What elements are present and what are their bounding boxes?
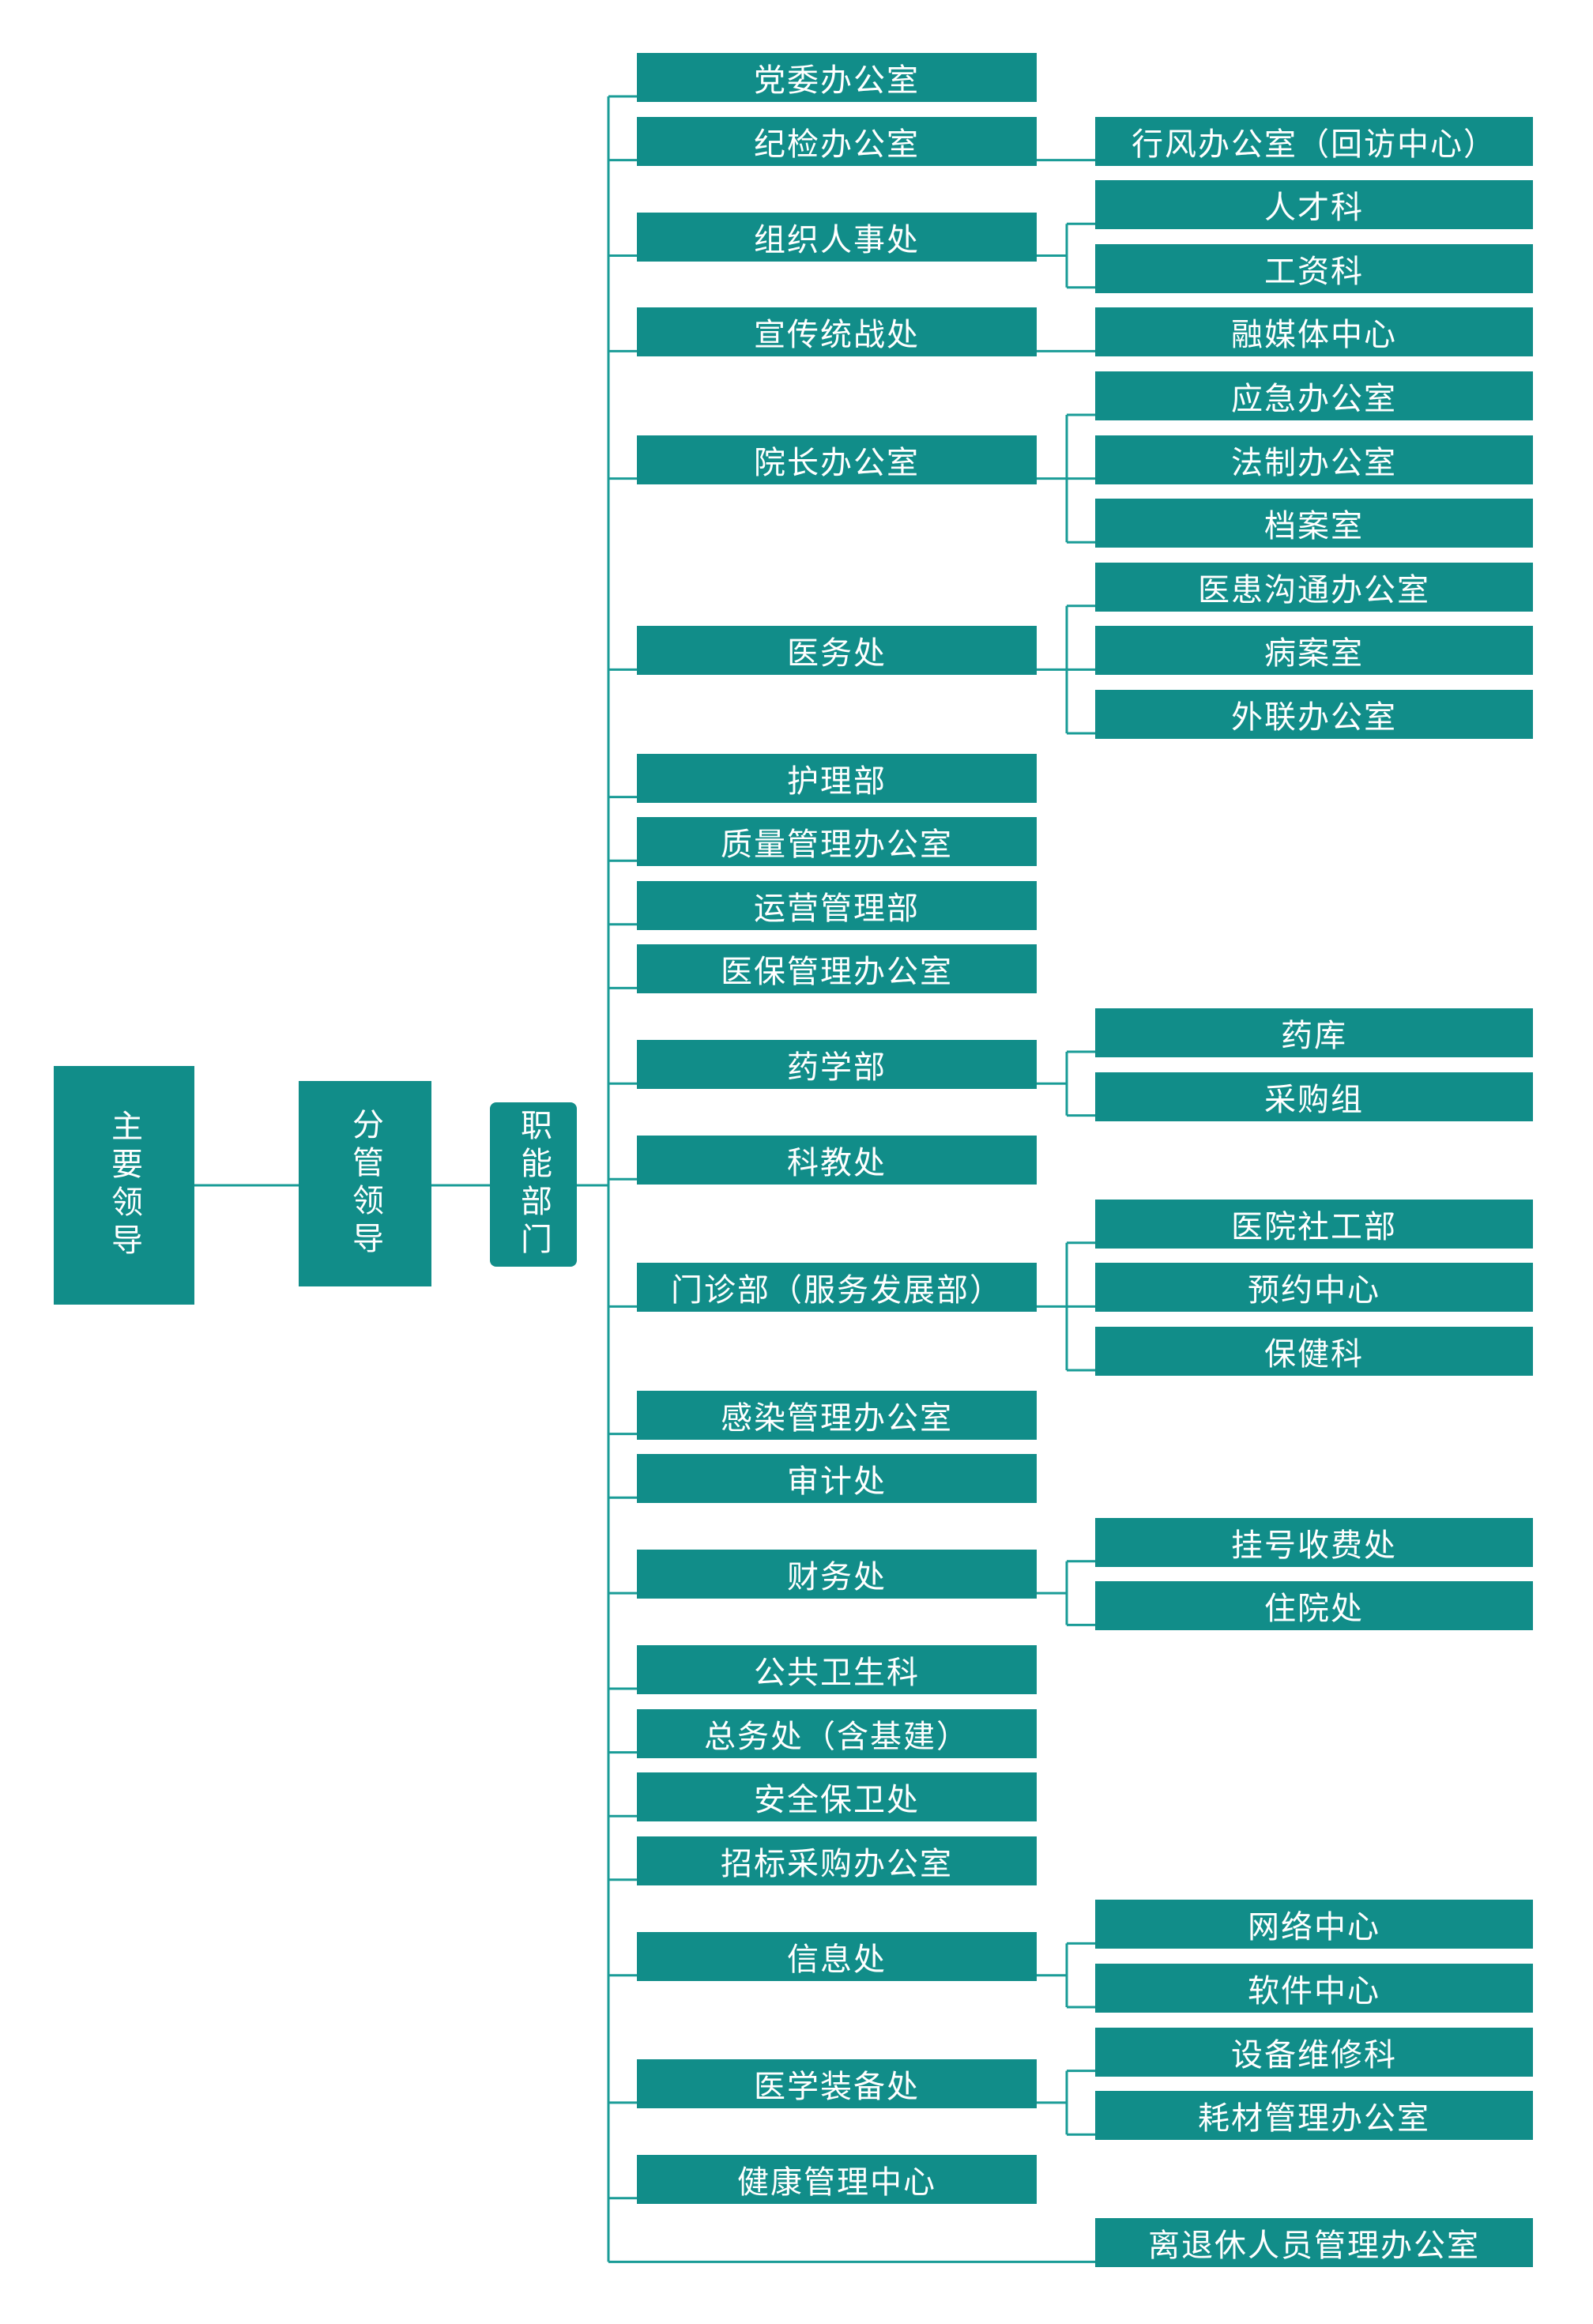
department-box: 审计处 — [637, 1454, 1037, 1504]
department-box: 医务处 — [637, 626, 1037, 676]
sub-department-box: 挂号收费处 — [1095, 1517, 1533, 1567]
sub-department-box-label: 预约中心 — [1248, 1272, 1380, 1309]
department-box-label: 党委办公室 — [754, 62, 920, 99]
department-box: 科教处 — [637, 1136, 1037, 1185]
department-box: 护理部 — [637, 753, 1037, 803]
department-box: 宣传统战处 — [637, 307, 1037, 357]
department-box-label: 财务处 — [787, 1559, 887, 1596]
sub-department-box: 人才科 — [1095, 180, 1533, 230]
department-box: 总务处（含基建） — [637, 1708, 1037, 1758]
department-box-label: 组织人事处 — [754, 221, 920, 258]
retiree-office-box: 离退休人员管理办公室 — [1095, 2218, 1533, 2268]
sub-department-box-label: 工资科 — [1264, 253, 1364, 290]
department-box: 信息处 — [637, 1931, 1037, 1981]
sub-department-box-label: 挂号收费处 — [1231, 1527, 1397, 1564]
sub-department-box: 外联办公室 — [1095, 690, 1533, 739]
department-box-label: 医务处 — [787, 635, 887, 672]
department-box-label: 健康管理中心 — [737, 2164, 936, 2201]
department-box-label: 信息处 — [787, 1941, 887, 1978]
retiree-office-box-label: 离退休人员管理办公室 — [1148, 2228, 1480, 2265]
sub-department-box-label: 医院社工部 — [1231, 1208, 1397, 1245]
department-box-label: 药学部 — [787, 1049, 887, 1087]
sub-department-box: 设备维修科 — [1095, 2027, 1533, 2077]
department-box: 健康管理中心 — [637, 2154, 1037, 2204]
sub-department-box: 网络中心 — [1095, 1900, 1533, 1949]
sub-department-box: 软件中心 — [1095, 1964, 1533, 2013]
department-box-label: 护理部 — [787, 763, 887, 800]
department-box: 医学装备处 — [637, 2058, 1037, 2108]
department-box-label: 招标采购办公室 — [721, 1845, 953, 1882]
sub-department-box-label: 档案室 — [1264, 508, 1364, 545]
department-box: 招标采购办公室 — [637, 1836, 1037, 1885]
department-box: 组织人事处 — [637, 212, 1037, 262]
department-box-label: 公共卫生科 — [754, 1655, 920, 1691]
deputy-leader-box: 分管领导 — [299, 1081, 431, 1286]
sub-department-box-label: 外联办公室 — [1231, 699, 1397, 736]
department-box-label: 质量管理办公室 — [721, 827, 953, 864]
sub-department-box-label: 医患沟通办公室 — [1198, 571, 1430, 608]
department-box-label: 纪检办公室 — [754, 126, 920, 163]
department-box: 公共卫生科 — [637, 1645, 1037, 1694]
department-box: 财务处 — [637, 1550, 1037, 1599]
sub-department-box: 住院处 — [1095, 1581, 1533, 1631]
sub-department-box-label: 药库 — [1281, 1018, 1347, 1054]
department-box-label: 运营管理部 — [754, 890, 920, 927]
sub-department-box-label: 采购组 — [1264, 1081, 1364, 1118]
sub-department-box-label: 网络中心 — [1248, 1909, 1380, 1946]
department-box: 医保管理办公室 — [637, 944, 1037, 994]
department-box: 运营管理部 — [637, 880, 1037, 930]
sub-department-box: 病案室 — [1095, 626, 1533, 676]
sub-department-box: 融媒体中心 — [1095, 307, 1533, 357]
department-box-label: 门诊部（服务发展部） — [671, 1272, 1003, 1309]
department-box-label: 院长办公室 — [754, 444, 920, 481]
deputy-leader-label: 分管领导 — [347, 1108, 383, 1260]
department-box: 质量管理办公室 — [637, 817, 1037, 867]
department-box: 安全保卫处 — [637, 1772, 1037, 1822]
sub-department-box: 耗材管理办公室 — [1095, 2091, 1533, 2141]
department-box: 药学部 — [637, 1040, 1037, 1090]
department-box-label: 宣传统战处 — [754, 317, 920, 354]
sub-department-box-label: 人才科 — [1264, 190, 1364, 227]
department-box: 纪检办公室 — [637, 116, 1037, 166]
department-box-label: 医保管理办公室 — [721, 954, 953, 991]
sub-department-box-label: 行风办公室（回访中心） — [1132, 126, 1497, 163]
sub-department-box-label: 应急办公室 — [1231, 381, 1397, 417]
department-box-label: 安全保卫处 — [754, 1782, 920, 1819]
sub-department-box: 应急办公室 — [1095, 371, 1533, 420]
sub-department-box-label: 融媒体中心 — [1231, 317, 1397, 354]
department-box-label: 总务处（含基建） — [704, 1718, 970, 1755]
sub-department-box-label: 法制办公室 — [1231, 444, 1397, 481]
department-box: 院长办公室 — [637, 435, 1037, 484]
department-box: 感染管理办公室 — [637, 1390, 1037, 1440]
sub-department-box: 保健科 — [1095, 1327, 1533, 1376]
sub-department-box-label: 设备维修科 — [1231, 2036, 1397, 2074]
department-box: 门诊部（服务发展部） — [637, 1263, 1037, 1313]
top-leader-label: 主要领导 — [106, 1109, 142, 1261]
sub-department-box-label: 病案室 — [1264, 635, 1364, 672]
department-box-label: 医学装备处 — [754, 2068, 920, 2105]
sub-department-box: 医患沟通办公室 — [1095, 562, 1533, 612]
sub-department-box: 采购组 — [1095, 1072, 1533, 1121]
sub-department-box: 工资科 — [1095, 243, 1533, 293]
functional-dept-label: 职能部门 — [515, 1109, 552, 1260]
sub-department-box: 医院社工部 — [1095, 1199, 1533, 1249]
sub-department-box-label: 住院处 — [1264, 1591, 1364, 1628]
sub-department-box-label: 软件中心 — [1248, 1973, 1380, 2009]
functional-dept-box: 职能部门 — [490, 1102, 577, 1267]
sub-department-box: 药库 — [1095, 1008, 1533, 1057]
sub-department-box-label: 耗材管理办公室 — [1198, 2100, 1430, 2138]
sub-department-box: 档案室 — [1095, 499, 1533, 548]
department-box-label: 感染管理办公室 — [721, 1399, 953, 1437]
sub-department-box: 行风办公室（回访中心） — [1095, 116, 1533, 166]
department-box-label: 科教处 — [787, 1145, 887, 1182]
sub-department-box: 预约中心 — [1095, 1263, 1533, 1313]
sub-department-box-label: 保健科 — [1264, 1336, 1364, 1373]
top-leader-box: 主要领导 — [54, 1066, 194, 1305]
department-box: 党委办公室 — [637, 53, 1037, 102]
department-box-label: 审计处 — [787, 1463, 887, 1501]
sub-department-box: 法制办公室 — [1095, 435, 1533, 484]
